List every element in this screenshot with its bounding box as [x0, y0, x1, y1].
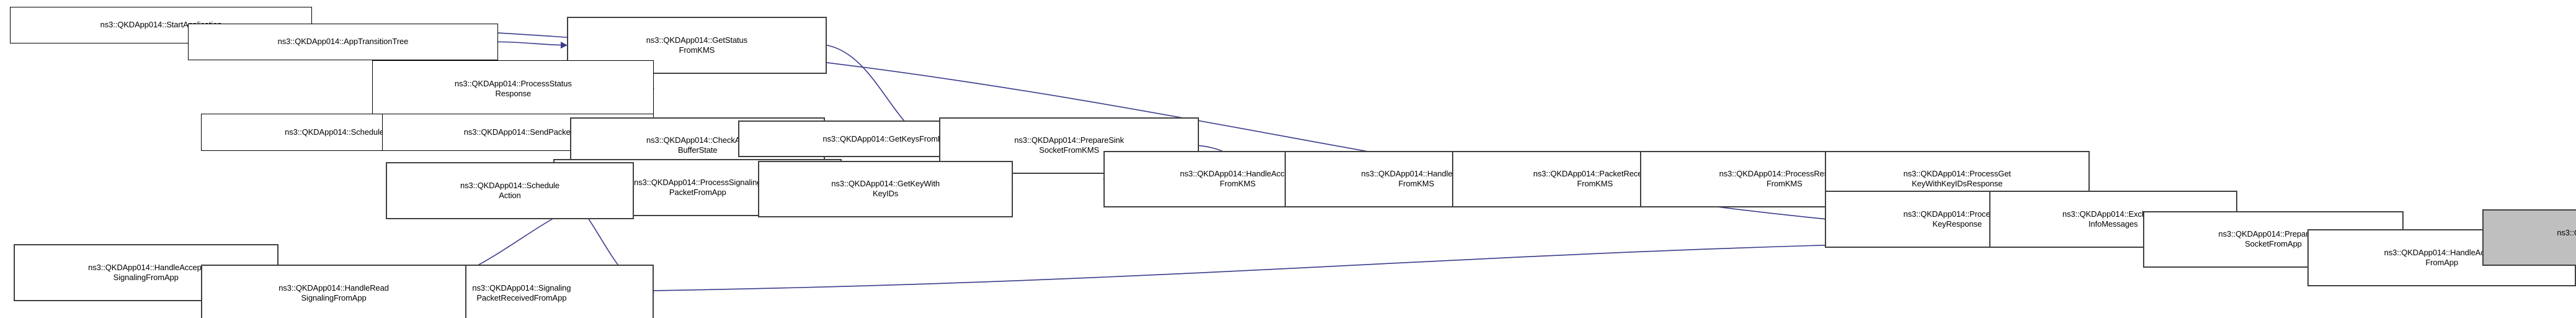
graph-node-app_transition_tree[interactable]: ns3::QKDApp014::AppTransitionTree — [187, 23, 498, 60]
graph-node-schedule_action[interactable]: ns3::QKDApp014::Schedule Action — [385, 162, 635, 219]
graph-edge-app_transition_tree-to-get_status_from_kms — [498, 41, 568, 49]
graph-node-handle_read_from_app[interactable]: ns3::QKDApp014::HandleRead FromApp — [2482, 209, 2576, 266]
graph-node-get_key_with_key_ids[interactable]: ns3::QKDApp014::GetKeyWith KeyIDs — [758, 160, 1014, 218]
graph-node-process_status_response[interactable]: ns3::QKDApp014::ProcessStatus Response — [372, 60, 654, 117]
graph-node-handle_read_signaling_app[interactable]: ns3::QKDApp014::HandleRead SignalingFrom… — [201, 264, 466, 318]
